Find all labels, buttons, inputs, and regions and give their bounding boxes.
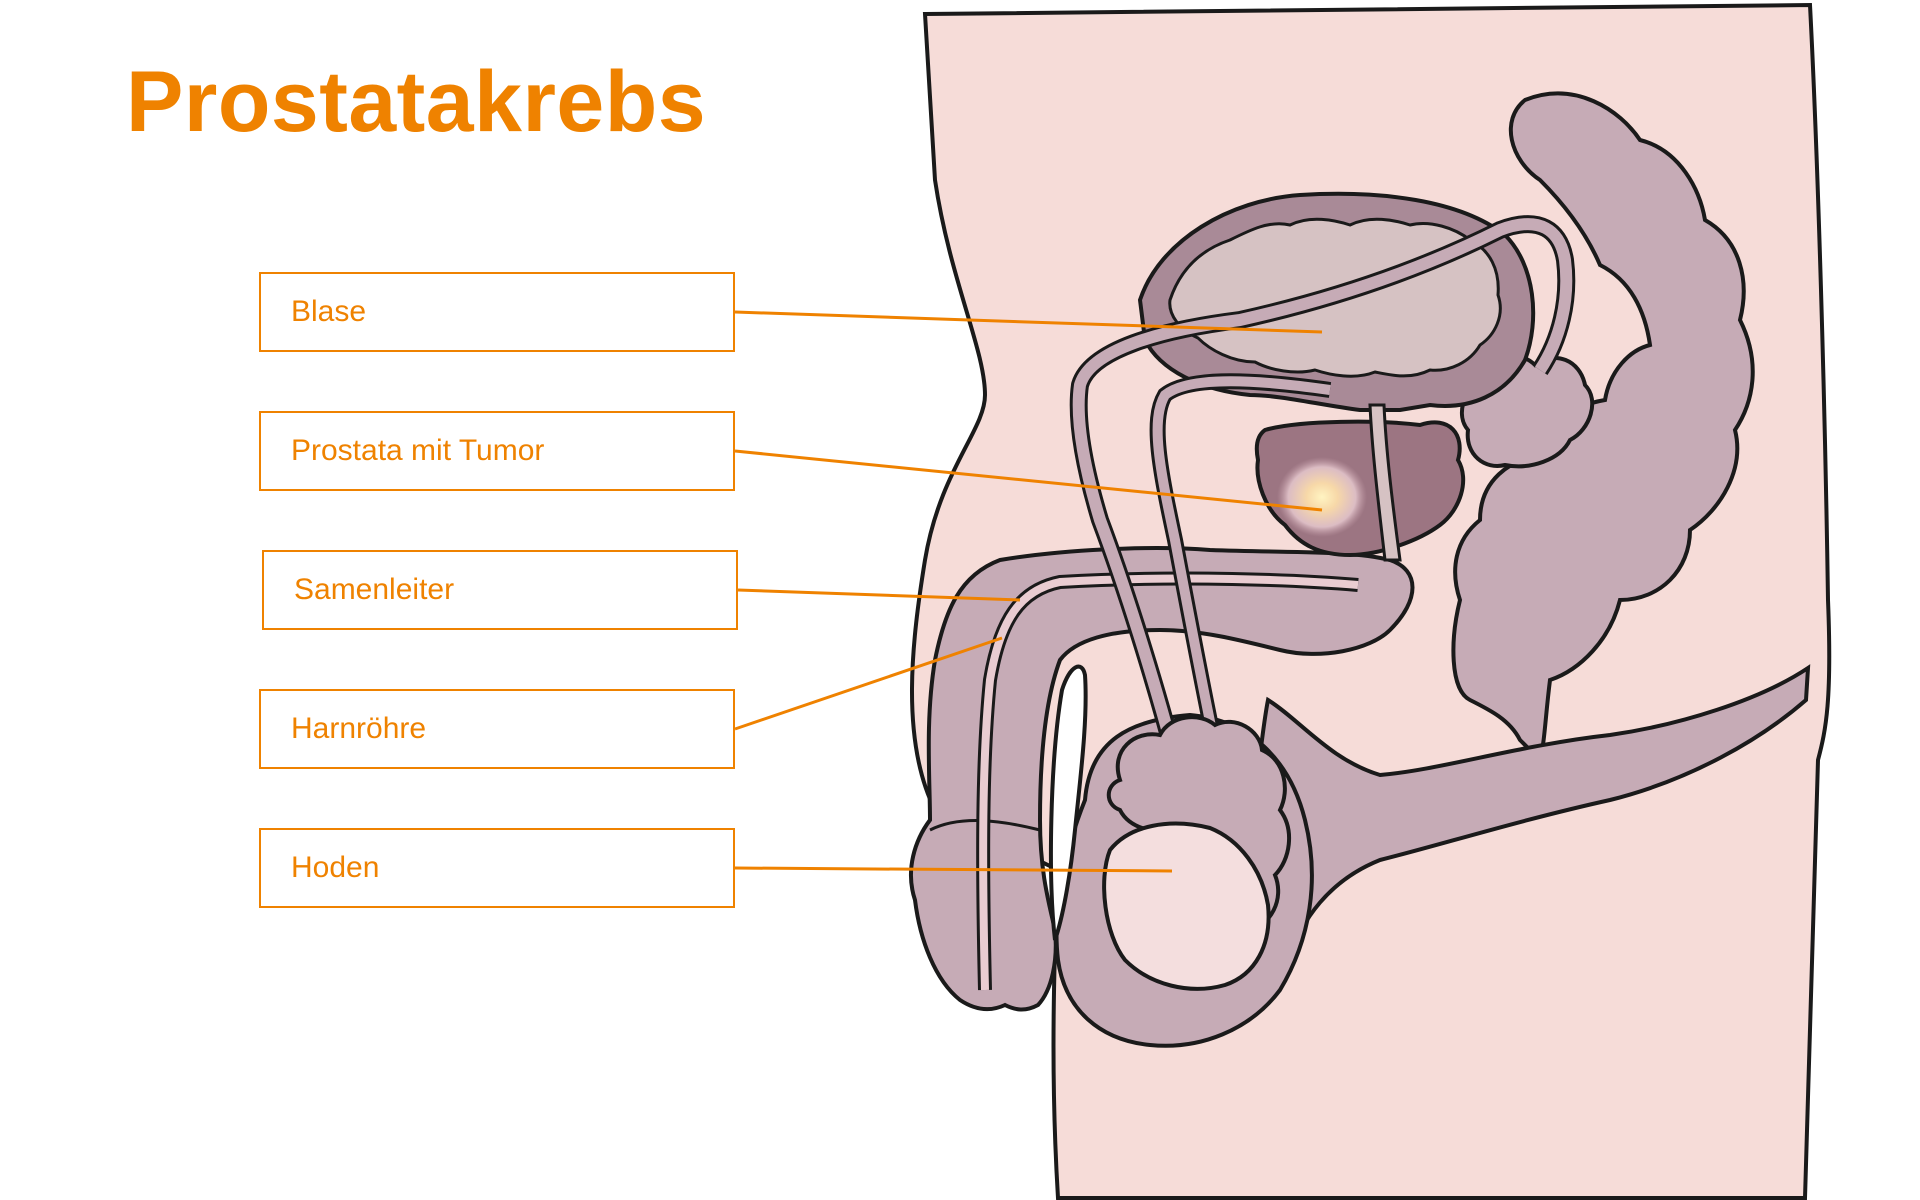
label-blase: Blase bbox=[291, 295, 367, 328]
urethra-tube-lumen bbox=[979, 574, 1359, 991]
label-harnroehre: Harnröhre bbox=[291, 712, 427, 745]
penis bbox=[908, 546, 1415, 1012]
label-box-blase: Blase bbox=[259, 272, 735, 352]
label-prostata-mit-tumor: Prostata mit Tumor bbox=[291, 434, 545, 467]
label-hoden: Hoden bbox=[291, 851, 380, 884]
label-box-hoden: Hoden bbox=[259, 828, 735, 908]
leader-line-blase bbox=[734, 310, 1323, 334]
tumor bbox=[1277, 457, 1367, 537]
page-title: Prostatakrebs bbox=[126, 54, 707, 150]
label-samenleiter: Samenleiter bbox=[294, 573, 455, 606]
leader-line-prostata-mit-tumor bbox=[734, 449, 1323, 512]
vas-deferens-inner bbox=[1072, 218, 1573, 772]
label-box-harnroehre: Harnröhre bbox=[259, 689, 735, 769]
leader-line-samenleiter bbox=[737, 588, 1021, 602]
leader-line-hoden bbox=[734, 866, 1173, 873]
testis bbox=[1102, 821, 1271, 991]
prostatic-urethra bbox=[1368, 403, 1402, 562]
rectum bbox=[1451, 91, 1755, 764]
label-box-prostata-mit-tumor: Prostata mit Tumor bbox=[259, 411, 735, 491]
leader-line-harnroehre bbox=[734, 636, 1003, 731]
vas-deferens-branch-inner bbox=[1152, 376, 1331, 762]
label-box-samenleiter: Samenleiter bbox=[262, 550, 738, 630]
